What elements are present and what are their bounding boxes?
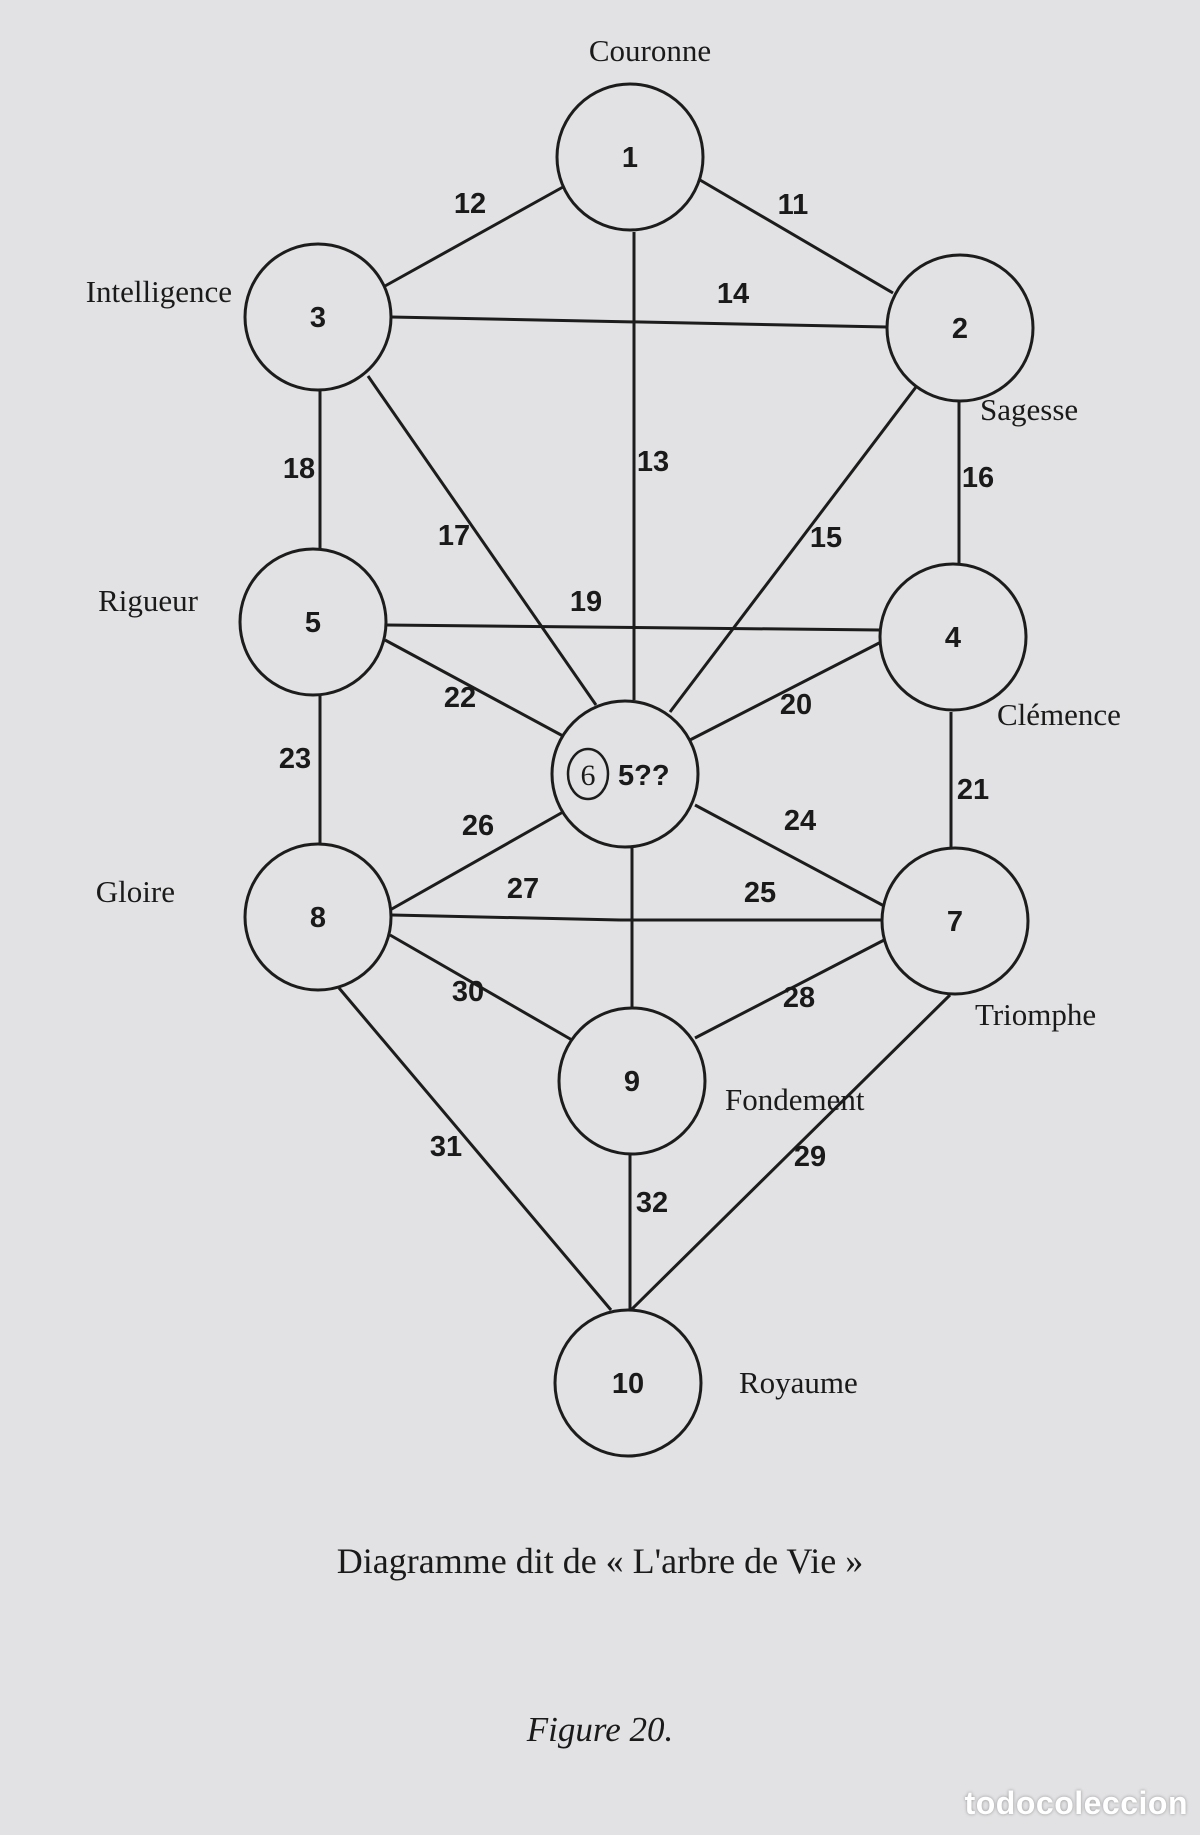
path-label-26: 26	[462, 810, 494, 842]
sephira-number-8: 8	[310, 902, 326, 934]
diagram-caption: Diagramme dit de « L'arbre de Vie »	[336, 1541, 864, 1581]
path-label-15: 15	[810, 522, 842, 554]
path-label-25: 25	[744, 877, 776, 909]
path-line-19	[385, 623, 881, 632]
sephira-name-10: Royaume	[739, 1365, 858, 1400]
path-line-28	[694, 936, 889, 1040]
path-line-22	[384, 638, 564, 738]
path-line-20	[687, 638, 886, 743]
path-label-22: 22	[444, 682, 476, 714]
handwritten-circle-mark: 6	[566, 747, 610, 801]
path-label-17: 17	[438, 520, 470, 552]
sephira-name-9: Fondement	[725, 1082, 865, 1117]
path-label-24: 24	[784, 805, 816, 837]
path-line-29	[629, 993, 952, 1312]
sephira-name-7: Triomphe	[975, 997, 1096, 1032]
path-label-28: 28	[783, 982, 815, 1014]
sephira-circle-7	[880, 846, 1030, 996]
path-label-21: 21	[957, 774, 989, 806]
sephira-number-9: 9	[624, 1066, 640, 1098]
tree-of-life-diagram: 1112131415161718192021222324252627282930…	[86, 33, 1121, 1458]
path-label-23: 23	[279, 743, 311, 775]
path-line-15	[668, 386, 918, 713]
path-label-20: 20	[780, 689, 812, 721]
sephira-number-6: 5??	[618, 760, 670, 792]
sephira-circle-2	[885, 253, 1035, 403]
path-label-18: 18	[283, 453, 315, 485]
sephira-number-4: 4	[945, 622, 961, 654]
path-label-19: 19	[570, 586, 602, 618]
path-line-24	[694, 803, 887, 909]
sephira-circle-1	[555, 82, 705, 232]
sephira-number-2: 2	[952, 313, 968, 345]
sephira-number-3: 3	[310, 302, 326, 334]
sephira-number-10: 10	[612, 1368, 644, 1400]
path-label-29: 29	[794, 1141, 826, 1173]
path-line-26	[389, 810, 564, 912]
path-label-12: 12	[454, 188, 486, 220]
sephira-name-8: Gloire	[96, 874, 175, 909]
sephira-circle-5	[238, 547, 388, 697]
sephira-circle-4	[878, 562, 1028, 712]
path-line-30	[389, 933, 573, 1042]
path-label-32: 32	[636, 1187, 668, 1219]
path-line-17	[366, 375, 598, 706]
path-label-13: 13	[637, 446, 669, 478]
sephira-name-3: Intelligence	[86, 274, 232, 309]
sephira-name-1: Couronne	[589, 33, 711, 68]
path-label-27: 27	[507, 873, 539, 905]
path-line-14	[390, 315, 888, 329]
path-label-16: 16	[962, 462, 994, 494]
sephira-name-5: Rigueur	[98, 583, 199, 618]
figure-label: Figure 20.	[526, 1710, 674, 1749]
sephira-circle-8	[243, 842, 393, 992]
path-line-27	[391, 913, 621, 922]
path-line-11	[699, 178, 894, 295]
path-label-14: 14	[717, 278, 749, 310]
path-label-11: 11	[778, 189, 809, 221]
path-label-30: 30	[452, 976, 484, 1008]
sephira-circle-10	[553, 1308, 703, 1458]
path-line-31	[337, 987, 613, 1311]
sephira-number-1: 1	[622, 142, 638, 174]
sephira-circle-6	[550, 699, 700, 849]
sephira-name-4: Clémence	[997, 697, 1121, 732]
sephira-number-5: 5	[305, 607, 321, 639]
watermark-logo: todocoleccion	[964, 1785, 1188, 1821]
sephira-circle-9	[557, 1006, 707, 1156]
sephira-number-7: 7	[947, 906, 963, 938]
path-label-31: 31	[430, 1131, 462, 1163]
path-line-12	[384, 185, 564, 288]
sephira-circle-3	[243, 242, 393, 392]
sephira-name-2: Sagesse	[980, 392, 1078, 427]
handwritten-number: 6	[581, 759, 596, 792]
